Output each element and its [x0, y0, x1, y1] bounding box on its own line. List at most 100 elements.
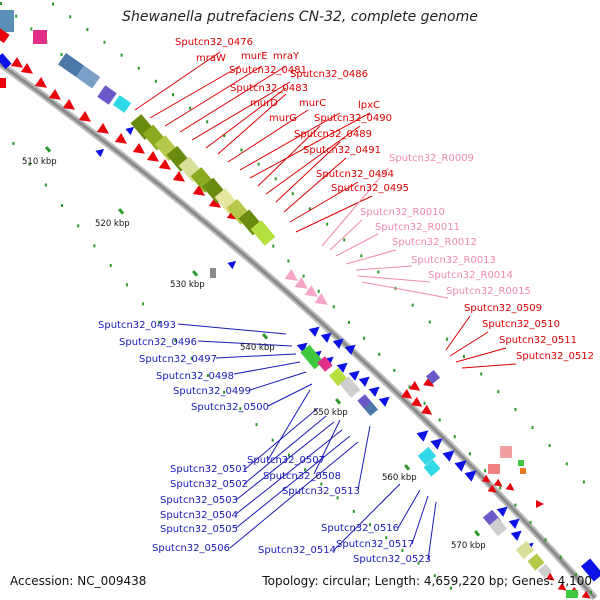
- gene-label[interactable]: Sputcn32_0493: [98, 320, 176, 331]
- rna-label[interactable]: Sputcn32_R0010: [360, 207, 445, 218]
- gene-label[interactable]: Sputcn32_0510: [482, 319, 560, 330]
- forward-gene-labels: Sputcn32_0476 mraW murE mraY Sputcn32_04…: [175, 37, 594, 362]
- gene-label[interactable]: Sputcn32_0507: [247, 455, 325, 466]
- gene-label[interactable]: murE: [241, 51, 268, 62]
- gene-block: [520, 468, 526, 474]
- gene-label[interactable]: Sputcn32_0490: [314, 113, 392, 124]
- forward-cds-arrow: [62, 98, 76, 110]
- gene-label[interactable]: Sputcn32_0514: [258, 545, 336, 556]
- map-title: Shewanella putrefaciens CN-32, complete …: [122, 9, 478, 25]
- rna-arrow: [314, 293, 328, 305]
- gene-label[interactable]: Sputcn32_0500: [191, 402, 269, 413]
- tick-mark: [378, 352, 381, 356]
- rna-arrow: [294, 277, 308, 289]
- gene-label[interactable]: Sputcn32_0496: [119, 337, 197, 348]
- rna-label[interactable]: Sputcn32_R0013: [411, 255, 496, 266]
- leader-line: [321, 167, 389, 247]
- gene-label[interactable]: Sputcn32_0495: [331, 183, 409, 194]
- gene-block: [488, 517, 508, 537]
- leader-line: [235, 429, 343, 515]
- reverse-cds-arrow: [416, 430, 429, 442]
- gene-label[interactable]: Sputcn32_0504: [160, 510, 238, 521]
- leader-line: [289, 181, 359, 223]
- gene-label[interactable]: Sputcn32_0491: [303, 145, 381, 156]
- tick-label-560: 560 kbp: [382, 473, 417, 483]
- reverse-cds-arrow: [510, 530, 522, 541]
- gene-label[interactable]: murG: [269, 113, 297, 124]
- gene-label[interactable]: murD: [250, 98, 278, 109]
- gene-label[interactable]: Sputcn32_0497: [139, 354, 217, 365]
- gene-block: [527, 553, 545, 571]
- forward-cds-arrow: [545, 572, 555, 581]
- gene-label[interactable]: mraW: [196, 53, 226, 64]
- forward-cds-arrow: [423, 376, 435, 387]
- gene-label[interactable]: mraY: [273, 51, 300, 62]
- gene-label[interactable]: Sputcn32_0494: [316, 169, 394, 180]
- gene-label[interactable]: Sputcn32_0505: [160, 524, 238, 535]
- tick-mark: [317, 289, 320, 293]
- leader-line: [164, 65, 263, 127]
- leader-line: [267, 383, 313, 407]
- gene-label[interactable]: Sputcn32_0476: [175, 37, 253, 48]
- leader-line: [445, 315, 471, 351]
- gene-label[interactable]: Sputcn32_0503: [160, 495, 238, 506]
- gene-label[interactable]: Sputcn32_0481: [229, 65, 307, 76]
- gene-block: [518, 460, 524, 466]
- gene-label[interactable]: Sputcn32_0486: [290, 69, 368, 80]
- tick-mark: [590, 590, 592, 594]
- gene-label[interactable]: Sputcn32_0489: [294, 129, 372, 140]
- gene-label[interactable]: Sputcn32_0523: [353, 554, 431, 565]
- tick-mark: [44, 183, 47, 187]
- leader-line: [249, 371, 307, 391]
- tick-mark: [137, 66, 140, 70]
- gene-label[interactable]: Sputcn32_0499: [173, 386, 251, 397]
- rna-label[interactable]: Sputcn32_R0011: [375, 222, 460, 233]
- gene-label[interactable]: Sputcn32_0501: [170, 464, 248, 475]
- tick-mark: [352, 509, 355, 513]
- gene-label[interactable]: Sputcn32_0516: [321, 523, 399, 534]
- gene-label[interactable]: murC: [299, 98, 326, 109]
- gene-block: [0, 26, 10, 44]
- rna-label[interactable]: Sputcn32_R0015: [446, 286, 531, 297]
- gene-label[interactable]: Sputcn32_0509: [464, 303, 542, 314]
- reverse-cds-arrow: [320, 332, 332, 343]
- gene-label[interactable]: Sputcn32_0508: [263, 471, 341, 482]
- leader-line: [205, 87, 287, 149]
- gene-label[interactable]: Sputcn32_0502: [170, 479, 248, 490]
- forward-cds-arrow: [96, 122, 110, 134]
- tick-mark: [60, 53, 63, 57]
- tick-mark: [0, 2, 2, 5]
- gene-label[interactable]: Sputcn32_0498: [156, 371, 234, 382]
- tick-label-540: 540 kbp: [240, 343, 275, 353]
- rna-label[interactable]: Sputcn32_R0012: [392, 237, 477, 248]
- gene-block: [210, 268, 216, 278]
- tick-mark: [433, 574, 436, 578]
- gene-label[interactable]: Sputcn32_0517: [336, 539, 414, 550]
- gene-block: [566, 590, 578, 598]
- leader-line: [357, 425, 371, 491]
- tick-mark: [109, 264, 112, 267]
- tick-mark: [172, 93, 174, 97]
- gene-label[interactable]: Sputcn32_0513: [282, 486, 360, 497]
- gene-label[interactable]: lpxC: [358, 100, 380, 111]
- gene-label[interactable]: Sputcn32_0506: [152, 543, 230, 554]
- rna-label[interactable]: Sputcn32_R0014: [428, 270, 513, 281]
- forward-cds-arrow: [421, 404, 433, 415]
- forward-cds-arrow: [208, 196, 222, 208]
- gene-label[interactable]: Sputcn32_0511: [499, 335, 577, 346]
- major-tick: [474, 530, 481, 537]
- gene-block: [500, 446, 512, 458]
- rna-gene-labels: Sputcn32_R0009 Sputcn32_R0010 Sputcn32_R…: [360, 153, 531, 297]
- forward-cds-arrow: [114, 132, 128, 144]
- leader-line: [313, 419, 341, 475]
- leader-line: [235, 421, 335, 501]
- gene-label[interactable]: Sputcn32_0512: [516, 351, 594, 362]
- leader-line: [191, 81, 291, 141]
- rna-label[interactable]: Sputcn32_R0009: [389, 153, 474, 164]
- tick-mark: [223, 390, 226, 394]
- gene-block: [75, 65, 101, 89]
- leader-line: [335, 233, 379, 257]
- leader-line: [229, 441, 359, 549]
- gene-label[interactable]: Sputcn32_0483: [230, 83, 308, 94]
